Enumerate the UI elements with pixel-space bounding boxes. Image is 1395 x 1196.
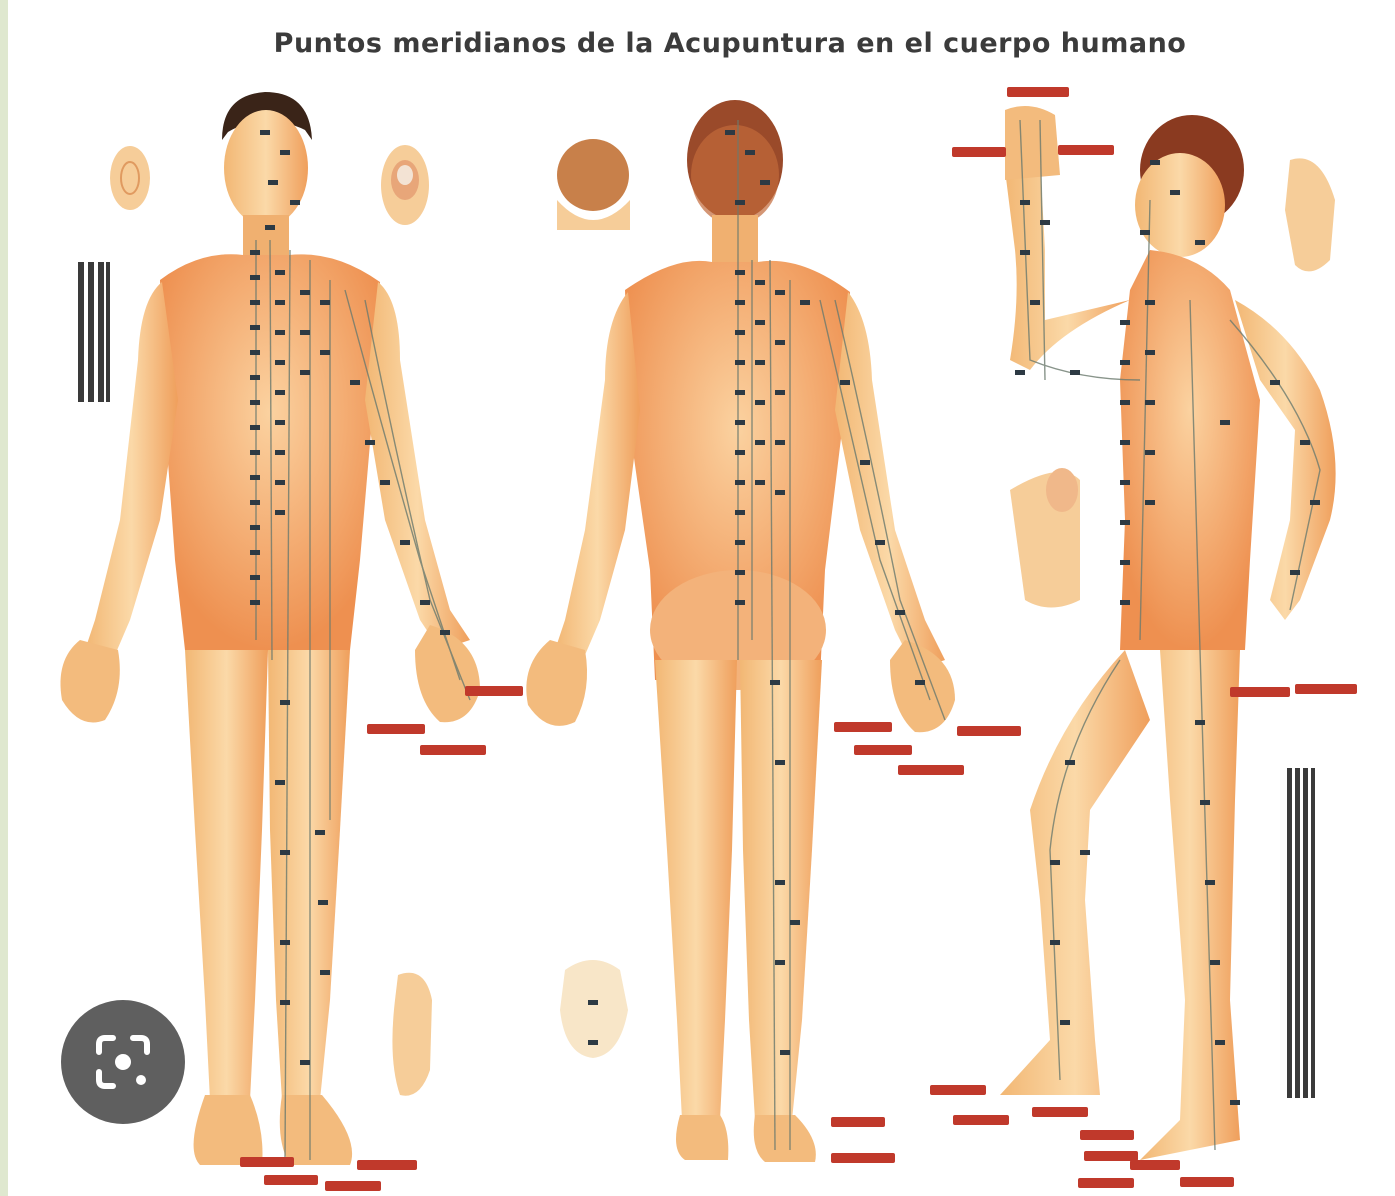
left-legend (78, 262, 110, 402)
side-body-figure (1000, 106, 1336, 1160)
google-lens-icon (91, 1030, 155, 1094)
right-legend (1287, 768, 1315, 1098)
google-lens-button[interactable] (61, 1000, 185, 1124)
back-body-figure (526, 100, 955, 1162)
